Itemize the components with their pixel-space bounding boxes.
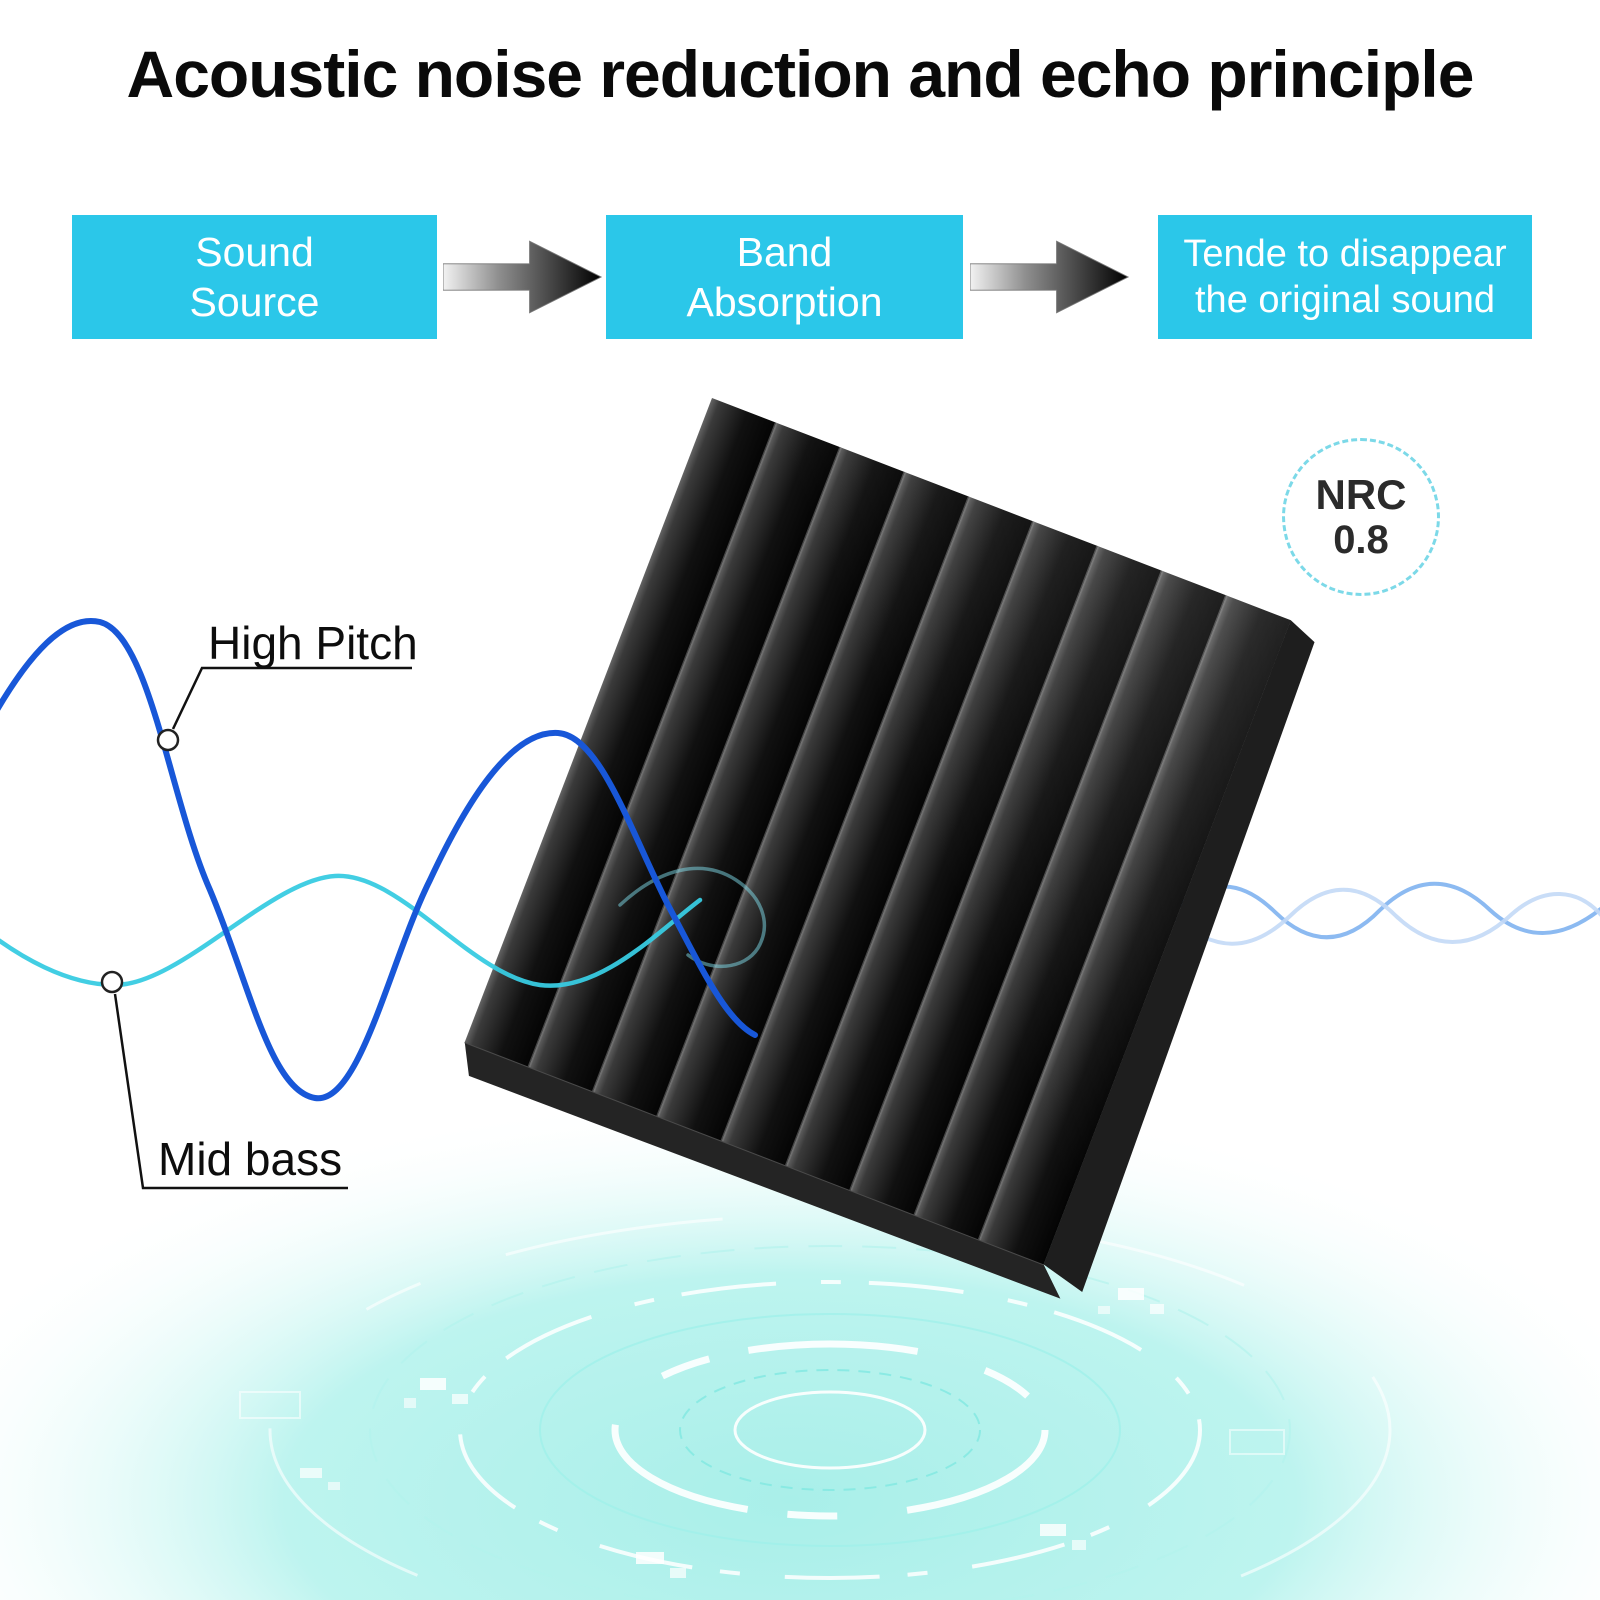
label-mid-bass: Mid bass bbox=[158, 1133, 343, 1185]
flow-step-label-line1: Band bbox=[736, 228, 833, 275]
annotation-leaders bbox=[100, 666, 412, 1190]
nrc-label: NRC bbox=[1315, 471, 1407, 519]
flow-step-label-line2: Absorption bbox=[686, 279, 883, 325]
mid-bass-wave bbox=[0, 873, 703, 988]
right-sound-waves bbox=[1170, 881, 1600, 946]
faint-cyan-loop bbox=[618, 866, 767, 968]
tech-pixels-decoration bbox=[239, 1288, 1285, 1578]
left-sound-waves bbox=[0, 618, 767, 1102]
nrc-value: 0.8 bbox=[1333, 518, 1389, 563]
label-high-pitch: High Pitch bbox=[208, 617, 418, 669]
nrc-rating-badge: NRC 0.8 bbox=[1282, 438, 1440, 596]
flow-step-label-line1: Tende to disappear bbox=[1183, 232, 1507, 275]
flow-step-label-line2: Source bbox=[189, 279, 320, 325]
flow-step-sound-source: Sound Source bbox=[72, 215, 437, 339]
flow-step-band-absorption: Band Absorption bbox=[606, 215, 963, 339]
page-title: Acoustic noise reduction and echo princi… bbox=[126, 37, 1475, 111]
flow-arrow-icon bbox=[442, 229, 603, 325]
flow-step-disappear-sound: Tende to disappear the original sound bbox=[1158, 215, 1532, 339]
acoustic-foam-panel-image bbox=[464, 398, 1315, 1299]
tech-rings-decoration bbox=[268, 1213, 1392, 1600]
flow-step-label-line2: the original sound bbox=[1195, 279, 1495, 321]
flow-arrow-icon bbox=[969, 229, 1130, 325]
high-pitch-wave bbox=[0, 618, 758, 1102]
flow-step-label-line1: Sound bbox=[195, 228, 314, 275]
